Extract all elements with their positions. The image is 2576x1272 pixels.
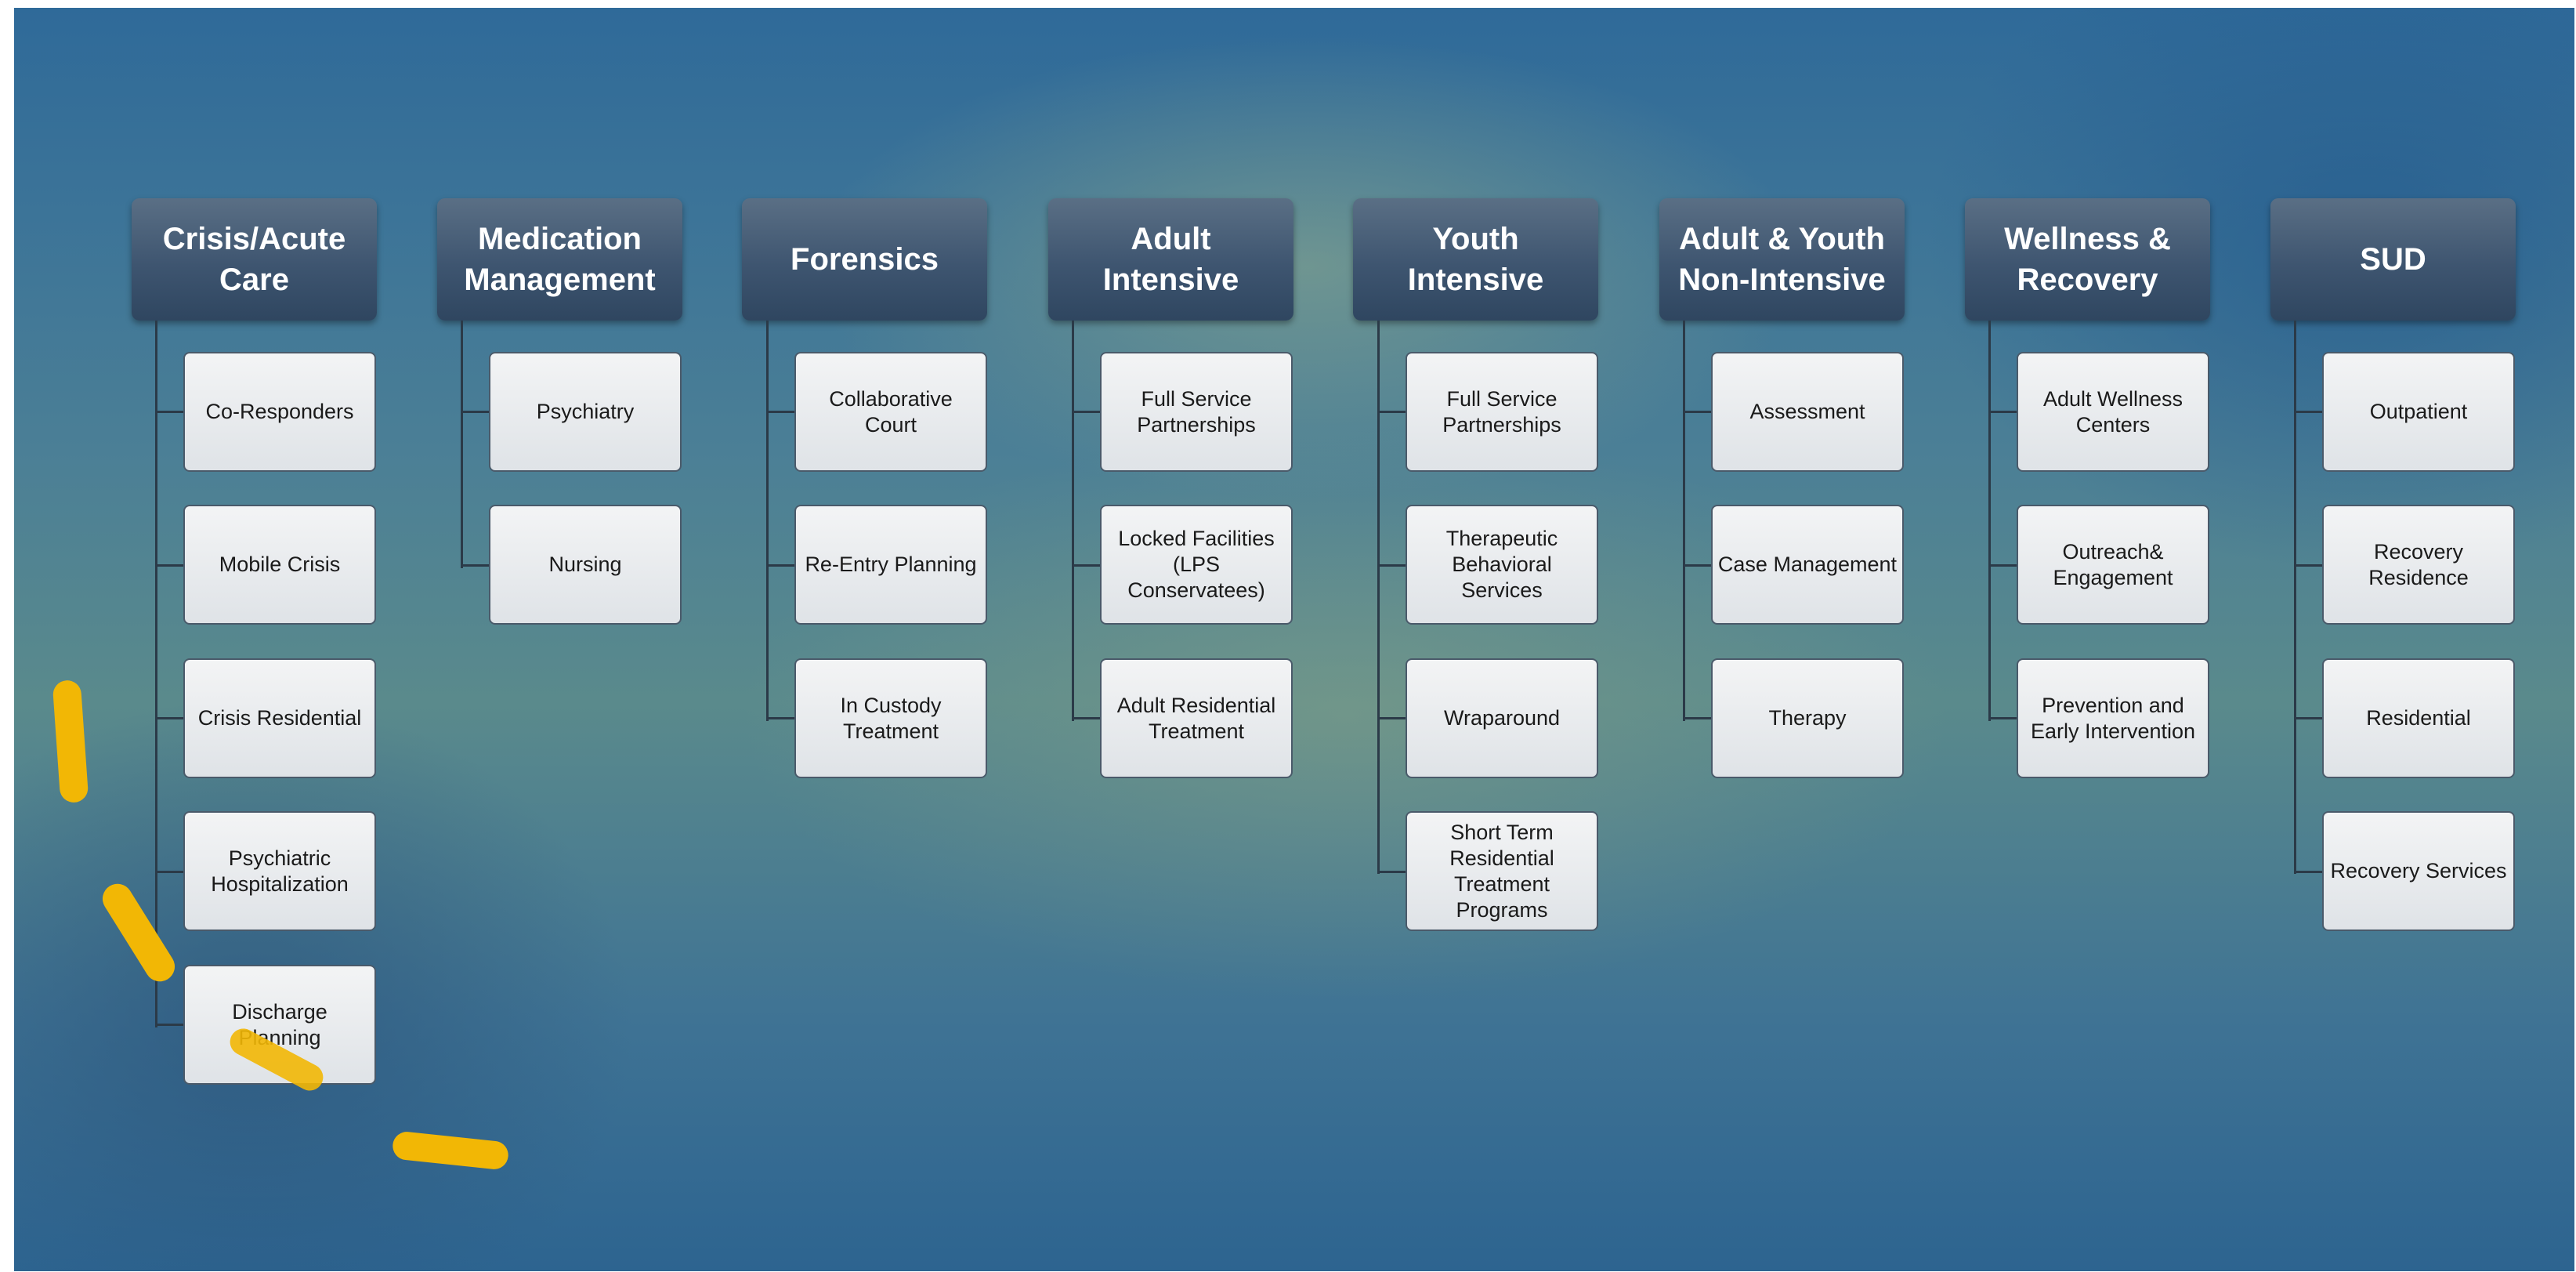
connector-line: [155, 321, 157, 1027]
connector-branch: [461, 564, 489, 567]
category-header: Medication Management: [437, 198, 682, 321]
connector-line: [766, 321, 769, 721]
connector-branch: [1072, 564, 1100, 567]
connector-branch: [461, 411, 489, 413]
slide-background: Crisis/Acute Care Co-Responders Mobile C…: [14, 8, 2574, 1271]
connector-branch: [2294, 564, 2322, 567]
service-box: Adult Wellness Centers: [2017, 352, 2209, 472]
category-header: Crisis/Acute Care: [132, 198, 377, 321]
category-header: Adult Intensive: [1048, 198, 1293, 321]
category-header: Youth Intensive: [1353, 198, 1598, 321]
connector-branch: [1377, 717, 1406, 719]
service-box: Full Service Partnerships: [1100, 352, 1293, 472]
highlight-marker: [96, 878, 181, 988]
connector-branch: [1988, 717, 2017, 719]
connector-line: [1988, 321, 1991, 721]
connector-branch: [1377, 411, 1406, 413]
service-box: Re-Entry Planning: [794, 505, 987, 625]
service-box: Prevention and Early Intervention: [2017, 658, 2209, 778]
connector-branch: [2294, 717, 2322, 719]
connector-branch: [2294, 871, 2322, 873]
connector-line: [1377, 321, 1380, 874]
connector-branch: [155, 871, 183, 873]
connector-line: [461, 321, 463, 568]
highlight-marker: [52, 679, 89, 804]
connector-branch: [1988, 564, 2017, 567]
service-box: Nursing: [489, 505, 682, 625]
connector-line: [1683, 321, 1685, 721]
category-header: SUD: [2270, 198, 2516, 321]
connector-branch: [1683, 564, 1711, 567]
connector-branch: [2294, 411, 2322, 413]
category-header: Wellness & Recovery: [1965, 198, 2210, 321]
service-box: Recovery Residence: [2322, 505, 2515, 625]
service-box: Adult Residential Treatment: [1100, 658, 1293, 778]
service-box: Residential: [2322, 658, 2515, 778]
service-box: In Custody Treatment: [794, 658, 987, 778]
service-box: Assessment: [1711, 352, 1904, 472]
category-header: Adult & Youth Non-Intensive: [1659, 198, 1905, 321]
service-box: Collaborative Court: [794, 352, 987, 472]
service-box: Case Management: [1711, 505, 1904, 625]
service-box: Therapeutic Behavioral Services: [1406, 505, 1598, 625]
connector-branch: [1072, 717, 1100, 719]
service-box: Recovery Services: [2322, 811, 2515, 931]
connector-branch: [1683, 411, 1711, 413]
connector-branch: [766, 411, 794, 413]
service-box: Outreach& Engagement: [2017, 505, 2209, 625]
highlight-marker: [391, 1130, 510, 1171]
service-box: Psychiatric Hospitalization: [183, 811, 376, 931]
service-box: Locked Facilities (LPS Conservatees): [1100, 505, 1293, 625]
connector-branch: [766, 717, 794, 719]
connector-branch: [155, 717, 183, 719]
connector-branch: [766, 564, 794, 567]
connector-line: [2294, 321, 2296, 874]
service-box: Co-Responders: [183, 352, 376, 472]
service-box: Therapy: [1711, 658, 1904, 778]
category-header: Forensics: [742, 198, 987, 321]
connector-line: [1072, 321, 1074, 721]
service-box: Crisis Residential: [183, 658, 376, 778]
service-box: Outpatient: [2322, 352, 2515, 472]
service-box: Mobile Crisis: [183, 505, 376, 625]
connector-branch: [155, 411, 183, 413]
connector-branch: [155, 1024, 183, 1026]
connector-branch: [1377, 564, 1406, 567]
connector-branch: [1988, 411, 2017, 413]
connector-branch: [1683, 717, 1711, 719]
service-box: Wraparound: [1406, 658, 1598, 778]
service-box: Psychiatry: [489, 352, 682, 472]
connector-branch: [1072, 411, 1100, 413]
service-box: Full Service Partnerships: [1406, 352, 1598, 472]
connector-branch: [1377, 871, 1406, 873]
service-box: Short Term Residential Treatment Program…: [1406, 811, 1598, 931]
connector-branch: [155, 564, 183, 567]
